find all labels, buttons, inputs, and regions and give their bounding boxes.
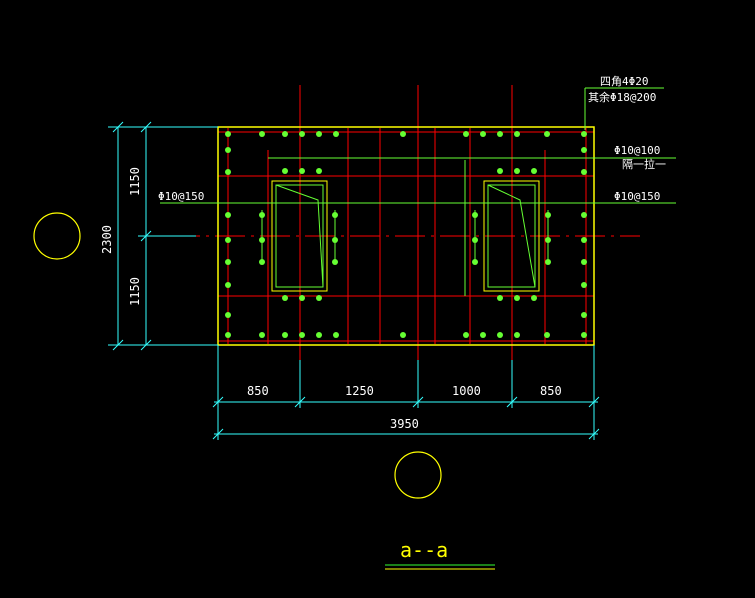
opening-left (271, 180, 328, 292)
dim-seg3: 1000 (452, 384, 481, 398)
rebar-dot (259, 332, 265, 338)
rebar-dot (316, 295, 322, 301)
rebar-dot (282, 131, 288, 137)
rebar-dot (259, 131, 265, 137)
rebar-dot (225, 147, 231, 153)
rebar-dot (332, 237, 338, 243)
title-underline (385, 564, 495, 570)
rebar-dot (332, 212, 338, 218)
rebar-dot (480, 131, 486, 137)
dim-height-total: 2300 (100, 225, 114, 254)
rebar-dot (581, 259, 587, 265)
section-outline (217, 126, 595, 346)
rebar-dot (225, 169, 231, 175)
rebar-dot (463, 332, 469, 338)
rebar-dot (400, 131, 406, 137)
label-stirrup-note: 隔一拉一 (622, 157, 666, 171)
rebar-dots (225, 131, 587, 338)
rebar-dot (332, 259, 338, 265)
rebar-dot (299, 332, 305, 338)
rebar-dot (225, 259, 231, 265)
rebar-dot (497, 295, 503, 301)
rebar-dot (225, 212, 231, 218)
rebar-dot (225, 332, 231, 338)
label-stirrup-150-left: Φ10@150 (158, 190, 204, 203)
rebar-dot (531, 295, 537, 301)
rebar-dot (463, 131, 469, 137)
rebar-dot (472, 259, 478, 265)
rebar-dot (514, 295, 520, 301)
dim-seg2: 1250 (345, 384, 374, 398)
rebar-dot (514, 168, 520, 174)
dim-width-total: 3950 (390, 417, 419, 431)
label-stirrup-150-right: Φ10@150 (614, 190, 660, 203)
rebar-dot (333, 332, 339, 338)
rebar-grid-lines (170, 85, 640, 360)
rebar-dot (225, 312, 231, 318)
rebar-dot (225, 282, 231, 288)
rebar-dot (259, 212, 265, 218)
rebar-dot (400, 332, 406, 338)
rebar-dot (581, 169, 587, 175)
rebar-dot (225, 237, 231, 243)
rebar-dot (282, 332, 288, 338)
section-title: a--a (400, 538, 448, 562)
label-corner-bars: 四角4Φ20 (600, 75, 649, 88)
rebar-dot (545, 237, 551, 243)
rebar-dot (259, 259, 265, 265)
rebar-dot (299, 295, 305, 301)
opening-right (483, 180, 540, 292)
rebar-dot (497, 131, 503, 137)
rebar-dot (333, 131, 339, 137)
rebar-dot (299, 131, 305, 137)
rebar-dot (581, 282, 587, 288)
rebar-dot (544, 332, 550, 338)
rebar-dot (497, 332, 503, 338)
label-stirrup-100: Φ10@100 (614, 144, 660, 157)
rebar-dot (282, 295, 288, 301)
rebar-dot (497, 168, 503, 174)
rebar-dot (581, 237, 587, 243)
dim-height-lower: 1150 (128, 277, 142, 306)
rebar-dot (259, 237, 265, 243)
rebar-dot (225, 131, 231, 137)
axis-bubble-bottom (394, 451, 442, 499)
dim-seg1: 850 (247, 384, 269, 398)
rebar-dot (514, 332, 520, 338)
stirrup-lines (160, 87, 676, 296)
rebar-dot (581, 147, 587, 153)
rebar-dot (472, 212, 478, 218)
rebar-dot (545, 212, 551, 218)
rebar-dot (581, 332, 587, 338)
rebar-dot (282, 168, 288, 174)
rebar-dot (316, 168, 322, 174)
dim-height-upper: 1150 (128, 167, 142, 196)
dim-seg4: 850 (540, 384, 562, 398)
rebar-dot (316, 332, 322, 338)
rebar-dot (545, 259, 551, 265)
rebar-dot (581, 212, 587, 218)
axis-bubble-left (33, 212, 81, 260)
rebar-dot (472, 237, 478, 243)
label-other-bars: 其余Φ18@200 (588, 90, 656, 104)
rebar-dot (581, 131, 587, 137)
rebar-dot (514, 131, 520, 137)
rebar-dot (316, 131, 322, 137)
dimension-lines (108, 121, 600, 440)
rebar-dot (531, 168, 537, 174)
rebar-dot (544, 131, 550, 137)
rebar-dot (299, 168, 305, 174)
rebar-dot (480, 332, 486, 338)
rebar-dot (581, 312, 587, 318)
